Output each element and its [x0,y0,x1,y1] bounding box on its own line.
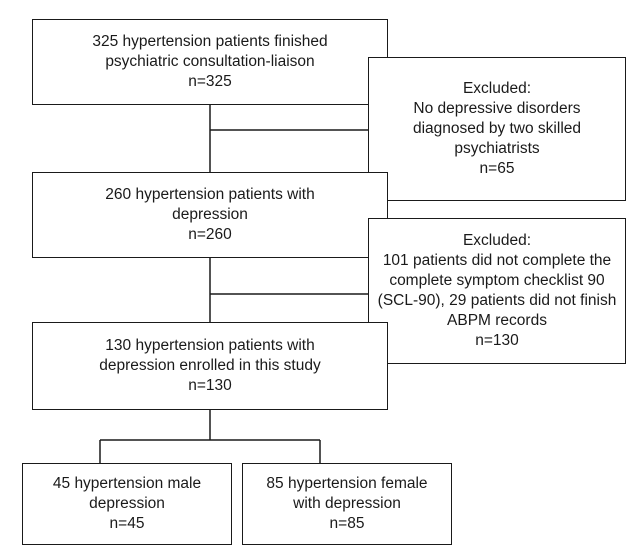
box-enrolled-patients-line-2: depression enrolled in this study [99,357,321,374]
box-depression-patients: 260 hypertension patients with depressio… [32,172,388,258]
box-male-patients-count: n=45 [109,515,145,532]
box-excluded-no-depression-line-2: No depressive disorders [413,100,581,117]
box-excluded-incomplete: Excluded: 101 patients did not complete … [368,218,626,364]
box-excluded-incomplete-count: n=130 [475,332,519,349]
box-male-patients-line-1: 45 hypertension male [52,475,202,492]
box-female-patients: 85 hypertension female with depression n… [242,463,452,545]
box-initial-patients: 325 hypertension patients finished psych… [32,19,388,105]
box-excluded-incomplete-heading: Excluded: [462,232,532,249]
box-excluded-incomplete-line-4: (SCL-90), 29 patients did not finish [377,292,617,309]
box-excluded-no-depression-line-3: diagnosed by two skilled [412,120,582,137]
box-excluded-incomplete-line-2: 101 patients did not complete the [382,252,612,269]
box-depression-patients-count: n=260 [188,226,232,243]
box-depression-patients-line-2: depression [172,206,248,223]
box-initial-patients-line-2: psychiatric consultation-liaison [105,53,315,70]
box-excluded-no-depression-heading: Excluded: [462,80,532,97]
box-male-patients-line-2: depression [89,495,165,512]
box-enrolled-patients-count: n=130 [188,377,232,394]
box-initial-patients-count: n=325 [188,73,232,90]
box-enrolled-patients-line-1: 130 hypertension patients with [105,337,315,354]
box-initial-patients-line-1: 325 hypertension patients finished [92,33,328,50]
box-female-patients-line-1: 85 hypertension female [266,475,428,492]
box-enrolled-patients: 130 hypertension patients with depressio… [32,322,388,410]
box-excluded-no-depression: Excluded: No depressive disorders diagno… [368,57,626,201]
box-excluded-incomplete-line-3: complete symptom checklist 90 [389,272,605,289]
box-excluded-incomplete-line-5: ABPM records [447,312,547,329]
box-depression-patients-line-1: 260 hypertension patients with [105,186,315,203]
box-female-patients-count: n=85 [329,515,365,532]
box-female-patients-line-2: with depression [293,495,401,512]
box-excluded-no-depression-count: n=65 [479,160,515,177]
box-male-patients: 45 hypertension male depression n=45 [22,463,232,545]
box-excluded-no-depression-line-4: psychiatrists [454,140,540,157]
